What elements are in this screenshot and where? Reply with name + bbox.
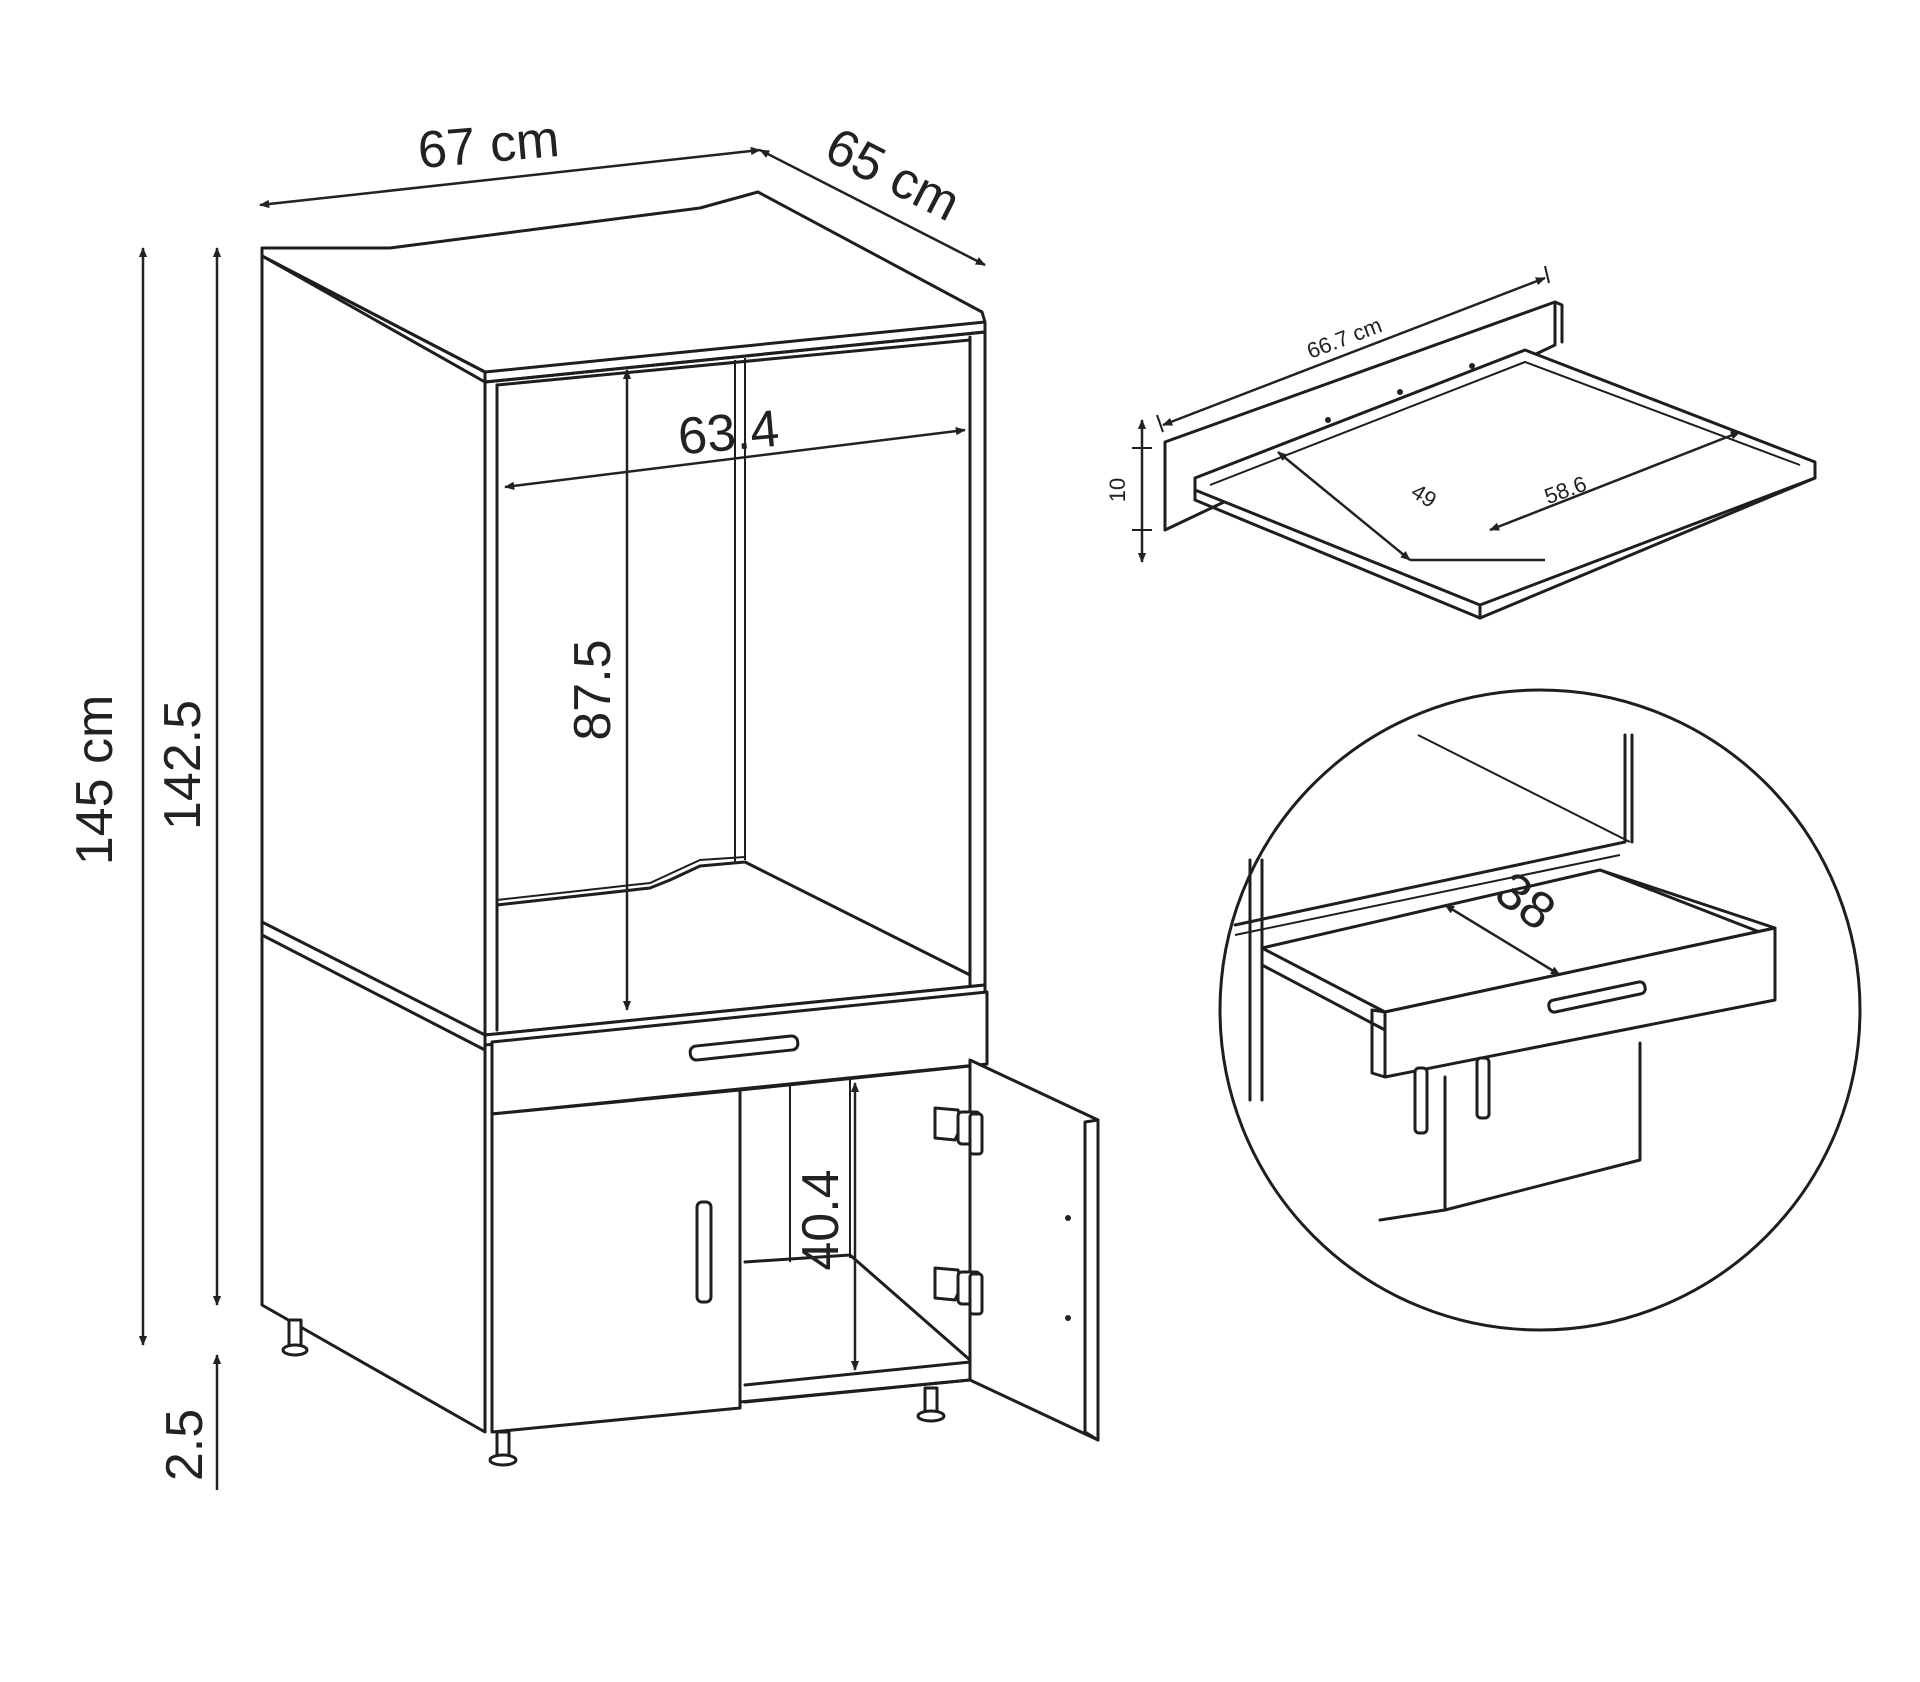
drawer-detail: 38	[1218, 688, 1862, 1332]
shelf-board	[1193, 348, 1817, 607]
body-height-label: 142.5	[154, 700, 212, 830]
cabinet-legs	[281, 1318, 946, 1467]
hinge-icon	[933, 1106, 984, 1156]
width-dimension-label: 67 cm	[415, 110, 561, 180]
cabinet-left-side	[260, 254, 487, 1434]
right-door[interactable]	[968, 1058, 1100, 1442]
detail-drawer-handle	[1547, 980, 1647, 1014]
niche-height-label: 87.5	[564, 639, 622, 740]
detail-circle	[1218, 688, 1862, 1332]
lower-height-label: 40.4	[792, 1169, 850, 1270]
shelf-thickness-label: 10	[1105, 478, 1130, 502]
niche-width-label: 63.4	[676, 400, 782, 467]
main-cabinet	[260, 190, 1100, 1467]
total-height-label: 145 cm	[66, 695, 124, 866]
hinge-icon	[933, 1266, 984, 1316]
left-door-handle	[695, 1200, 713, 1304]
pullout-shelf-detail: 66.7 cm 10 49 58.6	[1105, 265, 1817, 620]
drawer-handle	[688, 1034, 800, 1062]
left-door[interactable]	[490, 1088, 742, 1434]
leg-height-label: 2.5	[156, 1409, 214, 1481]
depth-dimension-label: 65 cm	[816, 117, 969, 233]
